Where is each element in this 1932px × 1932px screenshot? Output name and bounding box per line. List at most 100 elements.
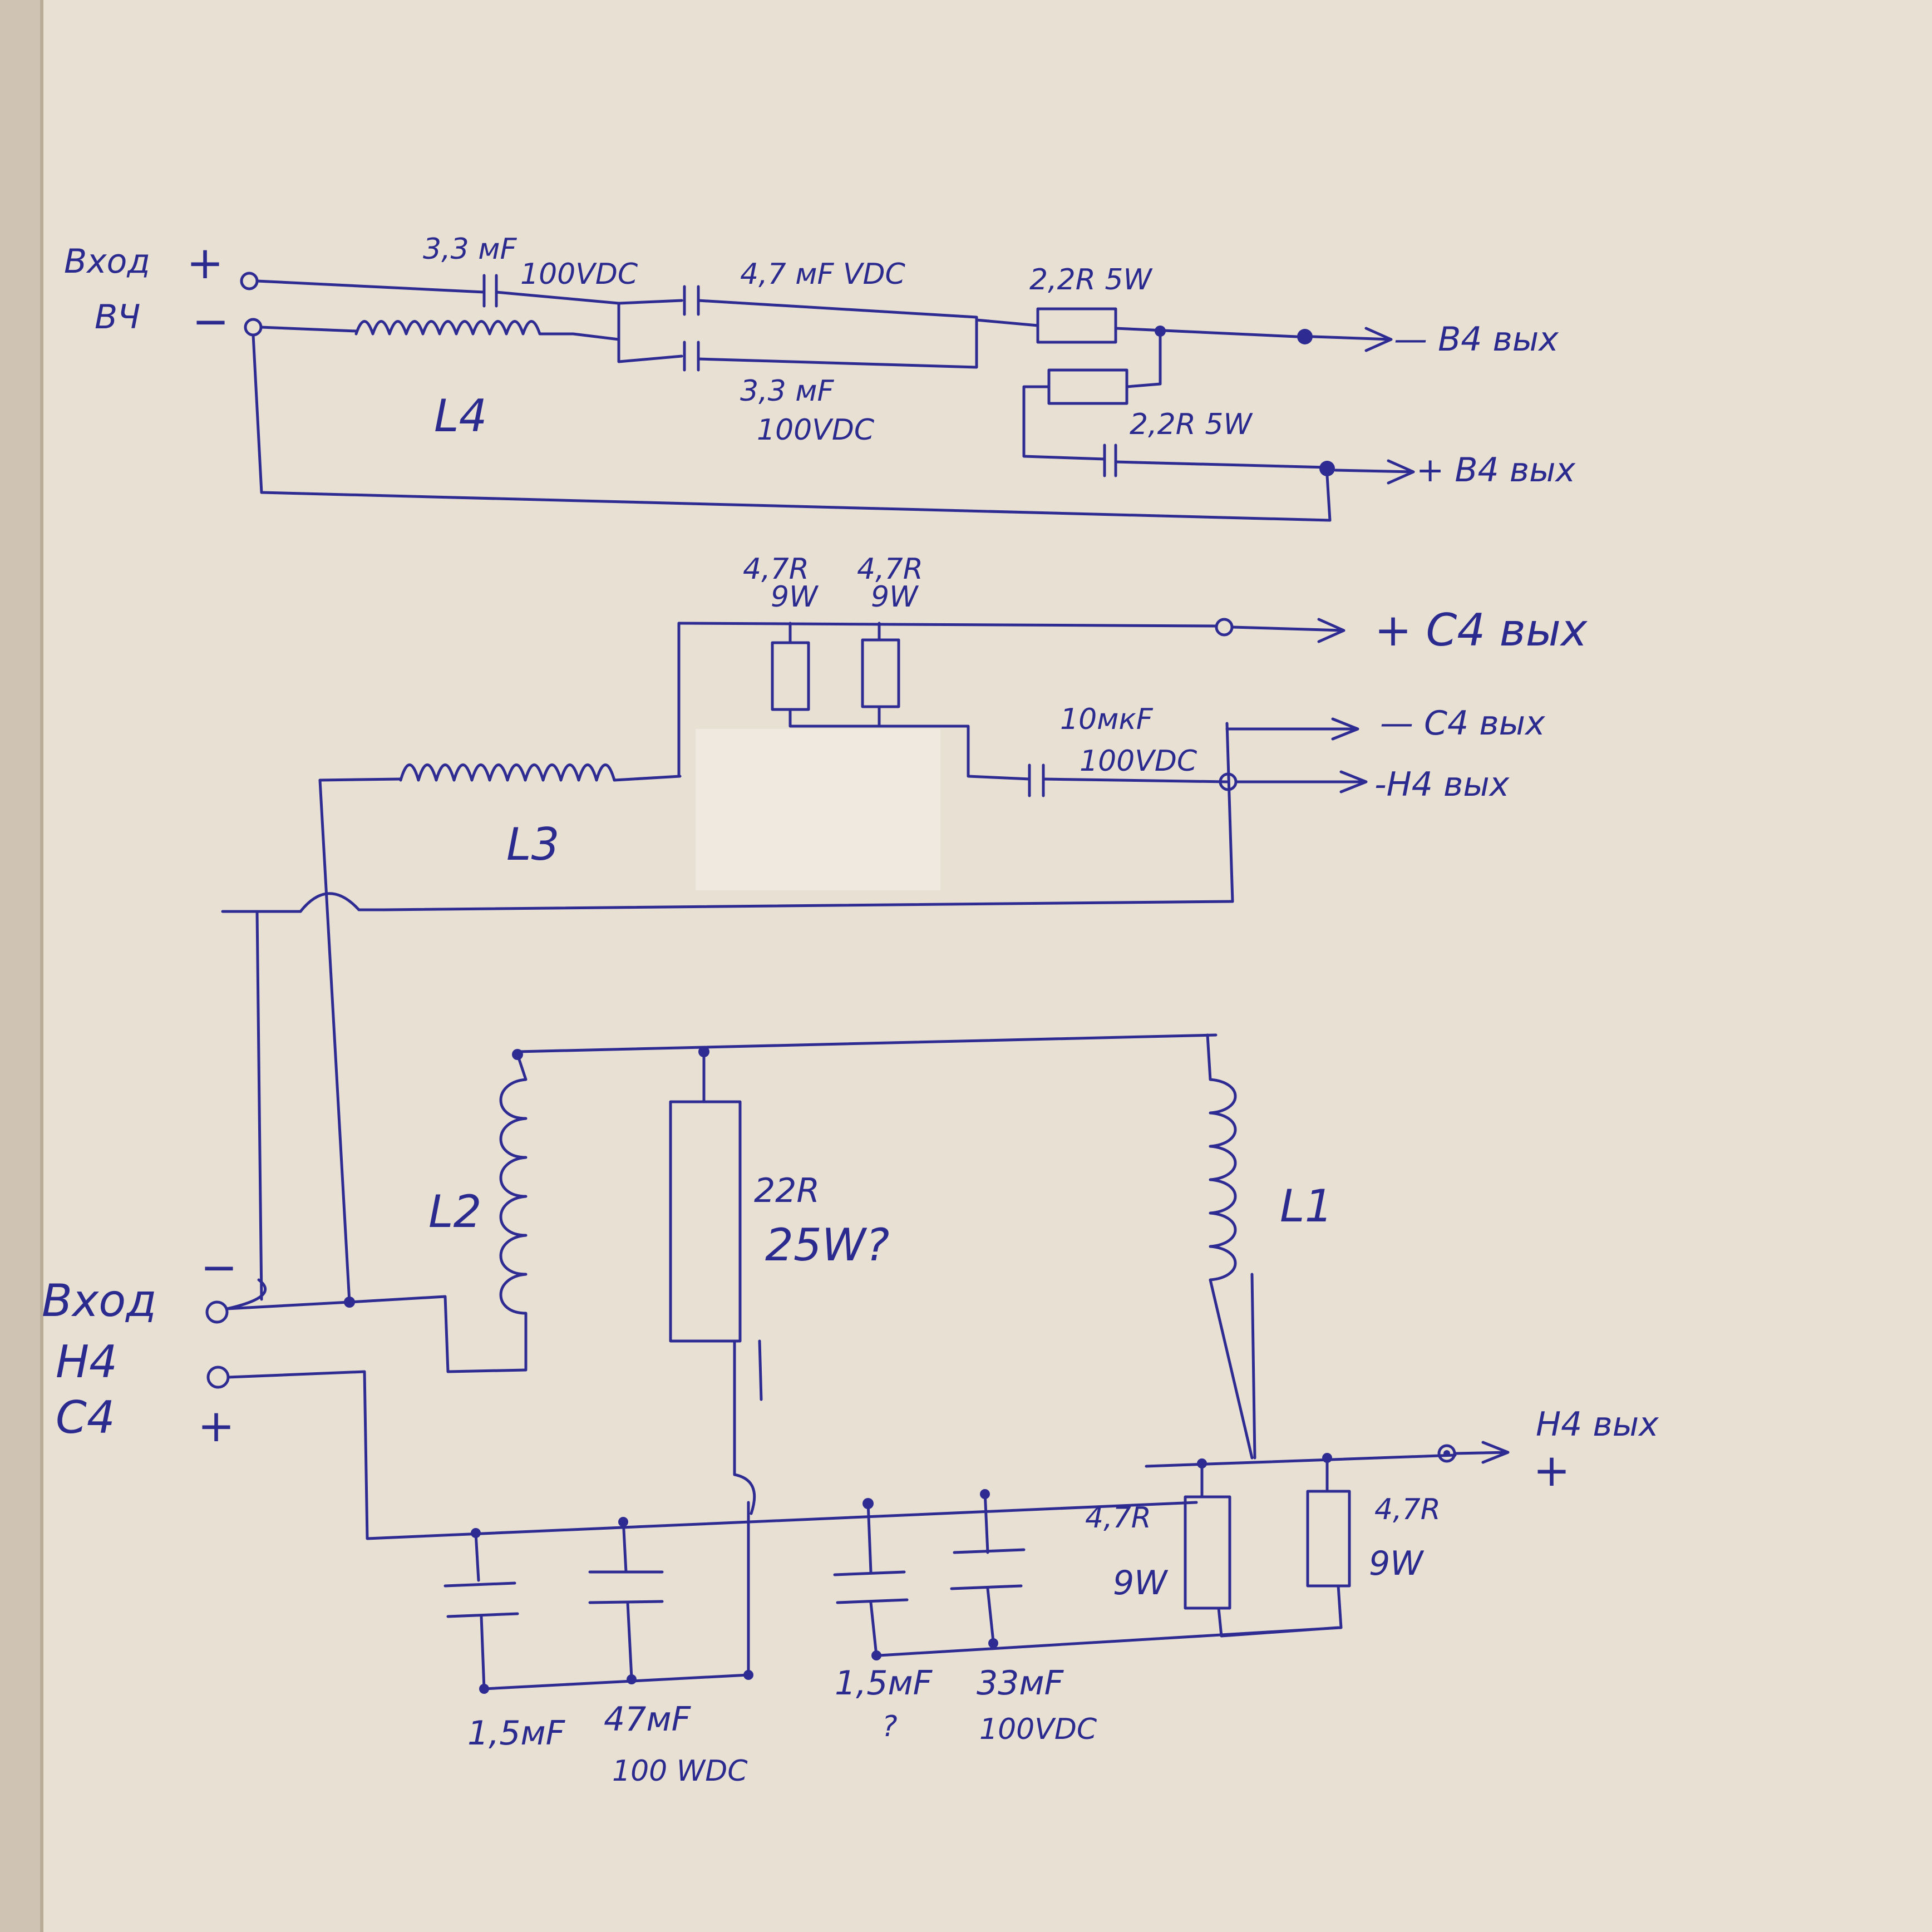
resistor-4-7r-c: [1184, 1495, 1231, 1610]
junction-dot: [988, 1638, 998, 1648]
mid-wire: [788, 705, 1031, 781]
cap-3-3uf-label: 3,3 мF: [423, 233, 517, 266]
inductor-l2: [499, 1053, 528, 1371]
lf-out-plus-terminal-inner: [1443, 1450, 1450, 1457]
hf-input-title: Вход: [64, 242, 150, 281]
junction-dot: [479, 1684, 489, 1694]
capacitor-plate: [833, 1570, 906, 1576]
lf-wire: [733, 1339, 763, 1476]
lf-input-plus: +: [198, 1400, 235, 1452]
lf-wire: [1200, 1456, 1329, 1499]
hf-wire: [617, 299, 683, 305]
hf-wire: [1125, 329, 1162, 388]
lf-in-minus-terminal: [205, 1300, 229, 1324]
junction-dot: [1322, 1453, 1332, 1463]
junction-dot: [618, 1517, 628, 1527]
resistor-mid-label: 2,2R 5W: [1130, 408, 1253, 441]
inductor-l3-label: L3: [506, 819, 559, 870]
inductor-l4-label: L4: [434, 390, 487, 442]
resistor-b-watt: 9W: [871, 580, 919, 614]
hf-wire: [1022, 385, 1106, 461]
paper-left-edge: [0, 0, 42, 1932]
junction-dot: [627, 1674, 637, 1684]
mid-section: 4,7R 9W 4,7R 9W 10мкF 100VDC + С4 вых — …: [221, 553, 1588, 913]
mid-wire: [1225, 722, 1234, 903]
capacitor-plate: [446, 1612, 519, 1618]
cap-33uf-voltage: 100VDC: [979, 1713, 1097, 1746]
capacitor-plate: [443, 1581, 516, 1588]
cap-4-7uf-label: 4,7 мF VDC: [740, 258, 906, 291]
hf-wire: [252, 333, 1332, 522]
arrow: [1453, 1441, 1510, 1464]
lf-wire-crossover: [733, 1473, 756, 1515]
lf-wire: [255, 910, 263, 1301]
lf-input-title: Вход: [42, 1275, 156, 1327]
cap-3-3uf-mid-label: 3,3 мF: [740, 374, 834, 408]
lf-out-plus: +: [1533, 1445, 1570, 1496]
lf-wire: [225, 1295, 528, 1373]
resistor-4-7r-d: [1306, 1490, 1351, 1588]
lf-input-sub1: Н4: [56, 1336, 117, 1388]
junction-dot: [1197, 1458, 1207, 1468]
mid-wire: [221, 900, 1234, 913]
resistor-a-watt: 9W: [771, 580, 819, 614]
inductor-l4: [354, 320, 620, 341]
lf-wire: [318, 778, 351, 1304]
arrow: [1225, 717, 1359, 741]
mid-out-minus-label: — С4 вых: [1380, 704, 1545, 743]
mid-wire: [788, 622, 881, 644]
lf-input-minus: −: [200, 1241, 238, 1293]
hf-out-minus-label: — В4 вых: [1394, 320, 1559, 359]
resistor-2-2r-top: [1036, 307, 1117, 344]
resistor-22r-watt: 25W?: [765, 1219, 889, 1271]
capacitor-plate: [953, 1548, 1026, 1554]
mid-wire-crossover: [299, 892, 386, 913]
paper-glare: [696, 729, 940, 890]
arrow: [1231, 618, 1345, 643]
lf-wire: [516, 1033, 1218, 1053]
hf-wire: [1114, 460, 1329, 469]
lf-wire: [474, 1517, 628, 1582]
resistor-d-label: 4,7R: [1374, 1493, 1441, 1526]
hf-wire: [975, 318, 1039, 327]
junction-dot: [871, 1650, 881, 1660]
junction-dot: [471, 1528, 481, 1538]
lf-out-minus-label: -Н4 вых: [1374, 765, 1510, 804]
lf-wire: [480, 1601, 750, 1690]
junction-dot: [743, 1670, 753, 1680]
lf-input-sub2: С4: [56, 1392, 115, 1443]
lf-wire: [1250, 1273, 1256, 1460]
lf-wire: [226, 1370, 1198, 1540]
resistor-top-label: 2,2R 5W: [1029, 263, 1153, 297]
resistor-22r: [669, 1100, 742, 1343]
hf-section: Вход ВЧ + − 3,3 мF 100VDC 4,7 мF VDC 3,3…: [64, 233, 1575, 522]
hf-wire: [697, 299, 978, 369]
mid-wire: [318, 777, 402, 782]
arrow: [1235, 770, 1368, 793]
cap-1-5uf-b-question: ?: [882, 1710, 898, 1743]
cap-100vdc-label: 100VDC: [520, 258, 638, 291]
hf-wire: [255, 279, 486, 294]
lf-out-label: Н4 вых: [1536, 1405, 1659, 1444]
inductor-l2-label: L2: [428, 1186, 481, 1238]
lf-section: L2 22R 25W? L1 − Вход Н4 С4 + Н4 вых + 4…: [42, 778, 1659, 1788]
resistor-c-label: 4,7R: [1085, 1501, 1151, 1535]
hf-out-plus-terminal: [1319, 461, 1335, 476]
hf-wire: [617, 310, 683, 363]
resistor-a-label: 4,7R: [743, 553, 809, 586]
cap-1-5uf-a-label: 1,5мF: [467, 1714, 566, 1753]
cap-47uf-label: 47мF: [604, 1700, 692, 1739]
arrow: [1312, 327, 1393, 352]
junction-dot: [980, 1489, 990, 1499]
capacitor-plate: [950, 1584, 1023, 1590]
hf-input-plus: +: [186, 237, 224, 289]
resistor-b-label: 4,7R: [857, 553, 923, 586]
hf-out-plus-label: + В4 вых: [1416, 451, 1575, 490]
cap-1-5uf-b-label: 1,5мF: [835, 1664, 933, 1703]
junction-dot: [862, 1498, 874, 1509]
hf-input-sub: ВЧ: [95, 298, 140, 337]
cap-10uf-voltage: 100VDC: [1080, 745, 1197, 778]
lf-wire: [869, 1587, 995, 1657]
